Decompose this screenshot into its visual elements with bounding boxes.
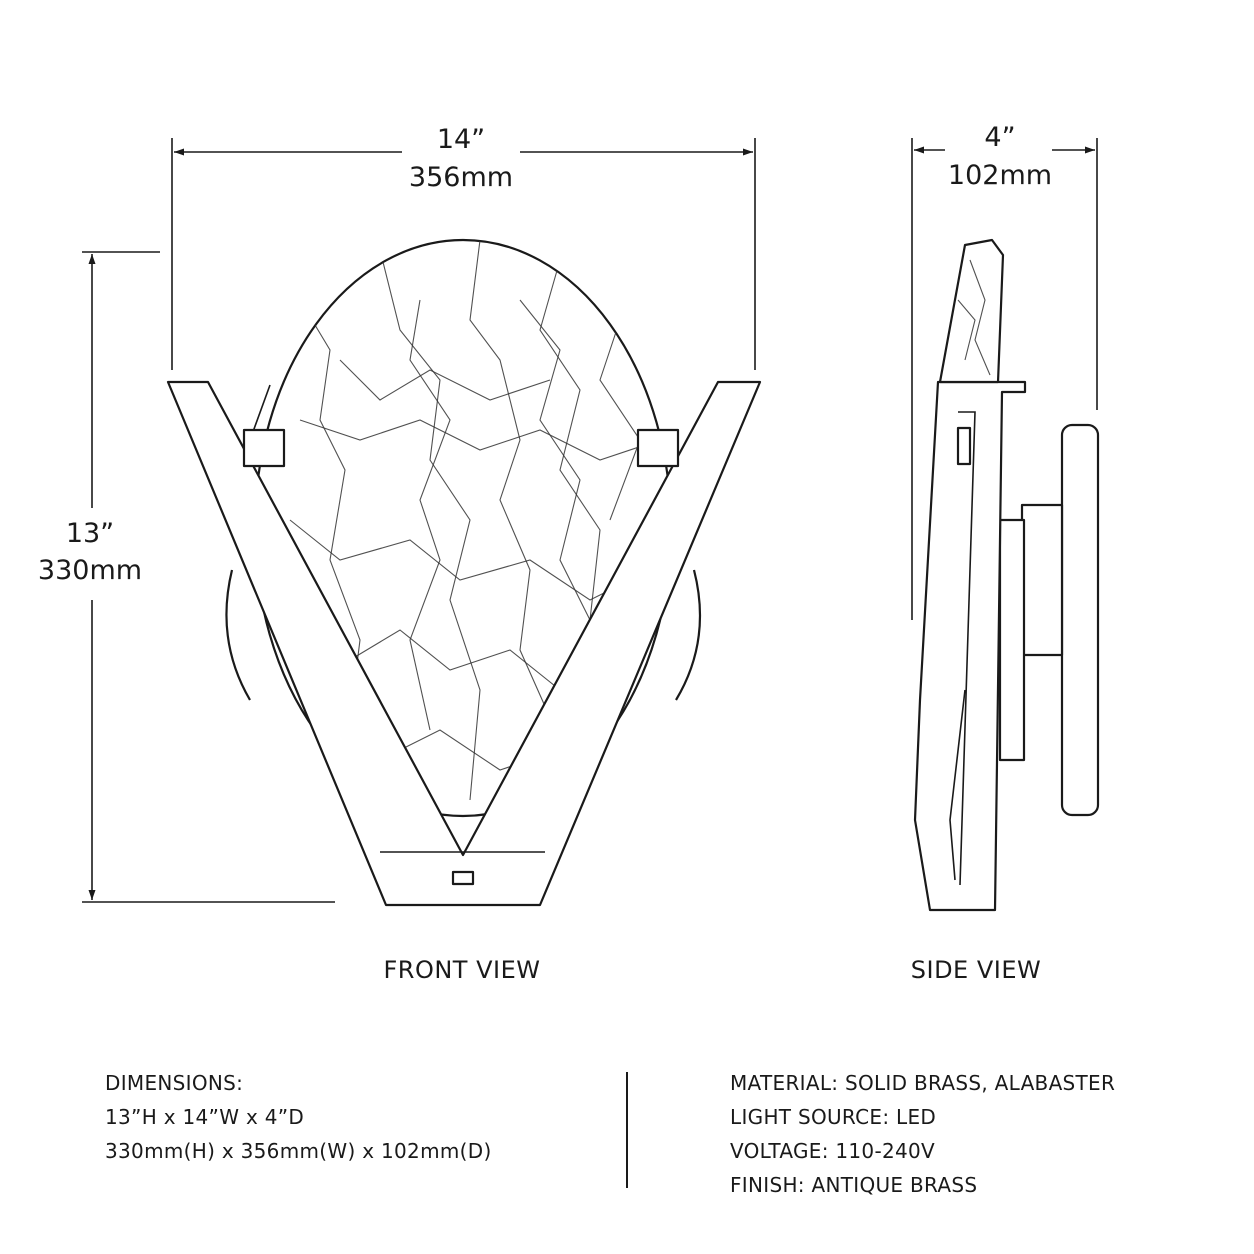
material-spec-block: MATERIAL: SOLID BRASS, ALABASTER LIGHT S… bbox=[730, 1066, 1115, 1202]
depth-dimension: 4” 102mm bbox=[911, 122, 1098, 620]
dimensions-spec-block: DIMENSIONS: 13”H x 14”W x 4”D 330mm(H) x… bbox=[105, 1066, 492, 1168]
side-veins bbox=[957, 259, 991, 376]
side-view-drawing bbox=[913, 238, 1100, 912]
spec-dimensions-mm: 330mm(H) x 356mm(W) x 102mm(D) bbox=[105, 1139, 492, 1163]
spec-finish: FINISH: ANTIQUE BRASS bbox=[730, 1173, 978, 1197]
height-inches-label: 13” bbox=[66, 518, 114, 549]
mount-arm bbox=[1020, 503, 1064, 657]
front-view-drawing bbox=[166, 238, 762, 907]
spec-dimensions-heading: DIMENSIONS: bbox=[105, 1071, 244, 1095]
spec-voltage: VOLTAGE: 110-240V bbox=[730, 1139, 936, 1163]
right-clip bbox=[636, 428, 680, 468]
front-view-label: FRONT VIEW bbox=[383, 956, 540, 984]
width-dimension: 14” 356mm bbox=[171, 124, 756, 370]
marble-veins bbox=[289, 240, 661, 801]
side-view-label: SIDE VIEW bbox=[911, 956, 1041, 984]
wall-plate bbox=[1060, 423, 1100, 817]
frame-side bbox=[913, 380, 1027, 912]
width-inches-label: 14” bbox=[437, 124, 485, 155]
depth-inches-label: 4” bbox=[984, 122, 1015, 153]
spec-light-source: LIGHT SOURCE: LED bbox=[730, 1105, 937, 1129]
height-dimension: 13” 330mm bbox=[38, 251, 335, 903]
height-mm-label: 330mm bbox=[38, 555, 142, 586]
left-clip bbox=[242, 428, 286, 468]
depth-mm-label: 102mm bbox=[948, 160, 1052, 191]
alabaster-side bbox=[938, 238, 1005, 384]
width-mm-label: 356mm bbox=[409, 162, 513, 193]
spec-material: MATERIAL: SOLID BRASS, ALABASTER bbox=[730, 1071, 1116, 1095]
spec-dimensions-inches: 13”H x 14”W x 4”D bbox=[105, 1105, 305, 1129]
spec-divider bbox=[626, 1072, 628, 1188]
